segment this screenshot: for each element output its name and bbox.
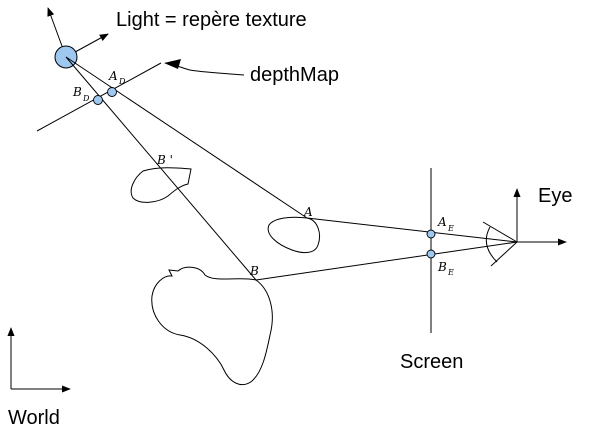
light-label: Light = repère texture [116,9,307,31]
world-label: World [8,407,60,429]
ray-b-to-eye [255,241,518,281]
point-b-d-subscript: D [82,94,90,103]
point-a-e [426,229,436,239]
depth-map-pointer-line [167,63,245,76]
object-a [267,216,321,254]
point-b-d [93,95,103,105]
point-a-e-subscript: E [447,224,454,233]
point-a-d-label: A [108,69,118,83]
point-b-label: B [249,264,259,278]
eye-fov-arc [485,226,498,263]
point-b-e [426,249,436,259]
eye-label: Eye [538,185,572,207]
point-b-d-label: B [72,85,82,99]
point-a-e-label: A [437,215,447,229]
eye-frustum-bottom [490,241,518,267]
screen-label: Screen [400,351,463,373]
point-a-d-subscript: D [118,77,126,86]
occluder-object [130,167,192,203]
point-b-prime-label: B ' [156,153,173,167]
point-a-d [107,87,117,97]
eye [482,188,567,267]
ray-a-to-eye [306,217,518,243]
depth-map-arrow-head [164,59,181,69]
world-axes [7,327,71,393]
light-source [47,7,109,69]
point-a-label: A [303,205,313,219]
point-b-e-label: B [437,260,447,274]
ray-light-to-a [65,56,308,219]
object-b [151,266,273,385]
point-b-e-subscript: E [447,268,454,277]
depth-map-label: depthMap [250,64,339,86]
eye-frustum-top [482,221,518,243]
ray-light-to-b [65,56,257,281]
